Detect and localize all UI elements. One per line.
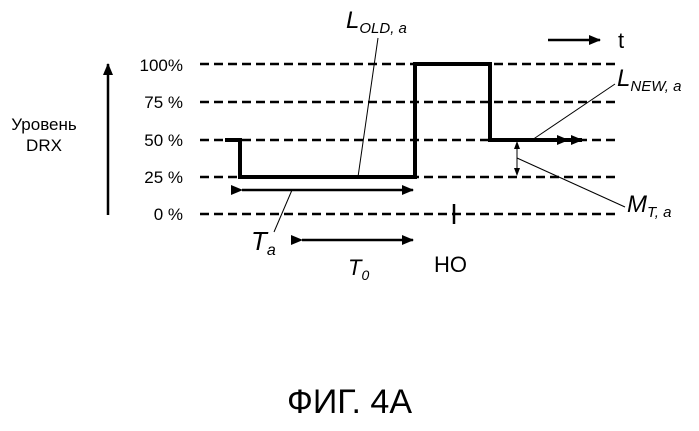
t-0-sub: 0 bbox=[361, 267, 369, 283]
time-label: t bbox=[618, 28, 624, 53]
l-new-pointer bbox=[532, 84, 615, 140]
l-new-label: LNEW, a bbox=[617, 65, 681, 95]
l-old-label: LOLD, a bbox=[346, 7, 407, 37]
m-t-sub: T, a bbox=[647, 204, 671, 221]
m-t-pointer bbox=[517, 158, 625, 207]
t-a-sub: a bbox=[267, 242, 276, 259]
y-axis-label-line1: Уровень bbox=[11, 115, 77, 134]
l-old-sub: OLD, a bbox=[359, 20, 407, 37]
level-label-0: 0 % bbox=[154, 205, 183, 224]
l-new-sub: NEW, a bbox=[630, 78, 681, 95]
t-a-pointer bbox=[274, 190, 292, 232]
level-label-50: 50 % bbox=[144, 131, 183, 150]
l-old-pointer bbox=[358, 38, 378, 177]
l-old-main: L bbox=[346, 7, 359, 34]
m-t-main: M bbox=[627, 191, 647, 218]
ho-label: HO bbox=[434, 252, 467, 277]
y-axis-label-line2: DRX bbox=[26, 136, 62, 155]
m-t-label: MT, a bbox=[627, 191, 671, 221]
level-label-100: 100% bbox=[140, 56, 183, 75]
t-0-label: T0 bbox=[348, 255, 369, 283]
figure-caption: ФИГ. 4А bbox=[0, 383, 699, 422]
l-new-main: L bbox=[617, 65, 630, 92]
level-label-75: 75 % bbox=[144, 93, 183, 112]
t-a-label: Ta bbox=[251, 226, 276, 259]
level-label-25: 25 % bbox=[144, 168, 183, 187]
